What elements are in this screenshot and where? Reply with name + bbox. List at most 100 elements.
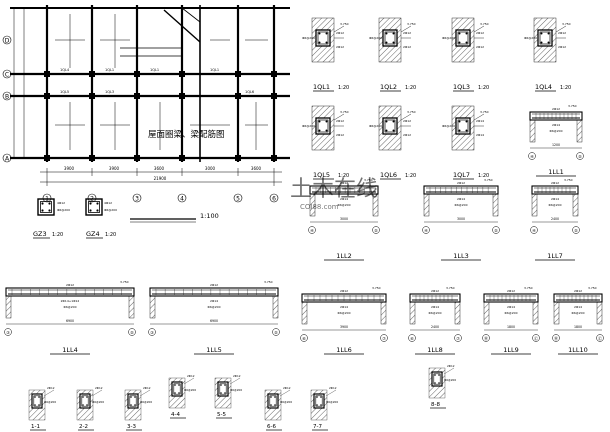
lintel-stirrup: Φ6@200 [550, 129, 563, 133]
lintel-axis-a: ⑥ [410, 336, 414, 341]
lintel-span: 1200 [552, 143, 560, 147]
gz-bars: 4Φ12 [57, 201, 65, 205]
section-id: 5-5 [217, 412, 226, 418]
lintel-top-bars: 2Φ12 [210, 283, 218, 287]
lintel-span: 3000 [340, 217, 348, 221]
gz-bars: 4Φ12 [104, 201, 112, 205]
lintel-axis-b: ⑤ [578, 154, 582, 159]
lintel-top-bars: 2Φ12 [552, 107, 560, 111]
ql-top-bars: 2Φ12 [336, 119, 344, 123]
ql-bot-bars: 2Φ12 [476, 45, 484, 49]
lintel-axis-a: ④ [310, 228, 314, 233]
gz-scale: 1:20 [105, 232, 116, 238]
ql-scale: 1:20 [478, 85, 489, 91]
lintel-level: 3.750 [564, 178, 573, 182]
lintel-level: 3.750 [484, 178, 493, 182]
ql-level: 3.750 [562, 22, 571, 26]
ql-level: 3.750 [480, 110, 489, 114]
ql-stirrup: Φ6@200 [442, 36, 455, 40]
lintel-top-bars: 2Φ12 [340, 289, 348, 293]
lintel-id: 1LL2 [336, 252, 352, 260]
lintel-level: 3.750 [372, 286, 381, 290]
plan-spans: 3900 3900 3600 3000 3600 21900 [64, 166, 262, 181]
lintel-span: 1800 [507, 325, 515, 329]
lintel-top-bars: 2Φ12 [457, 181, 465, 185]
section-id: 3-3 [127, 424, 136, 430]
lintel-span: 2400 [551, 217, 559, 221]
column-gz3: 4Φ12 Φ6@200 GZ3 1:20 [33, 198, 70, 239]
section-stirrup: Φ6@200 [280, 400, 292, 404]
lintel-id: 1LL9 [503, 346, 519, 354]
lintel-level: 3.750 [120, 280, 129, 284]
ql-level: 3.750 [407, 110, 416, 114]
lintel-span: 3900 [340, 325, 348, 329]
ql-stirrup: Φ6@200 [302, 36, 315, 40]
ql-stirrup: Φ6@200 [302, 124, 315, 128]
lintel-axis-a: ④ [424, 228, 428, 233]
plan-axes-left: A B C D [2, 35, 12, 163]
lintel-axis-a: ④ [532, 228, 536, 233]
ql-top-bars: 2Φ12 [558, 31, 566, 35]
section-stirrup: Φ6@200 [44, 400, 56, 404]
ql-top-bars: 2Φ12 [403, 119, 411, 123]
lintel-span: 2400 [431, 325, 439, 329]
section-stirrup: Φ6@200 [326, 400, 338, 404]
ql-stirrup: Φ6@200 [524, 36, 537, 40]
plan-axes-bottom: 1 2 3 4 5 6 [42, 193, 279, 203]
lintel-stirrup: Φ6@200 [338, 311, 351, 315]
ql-id: 1QL4 [535, 83, 552, 91]
ql-top-bars: 2Φ12 [403, 31, 411, 35]
gz-scale: 1:20 [52, 232, 63, 238]
lintel-top-bars: 2Φ12 [431, 289, 439, 293]
span-dim: 3900 [64, 166, 75, 171]
ql-level: 3.750 [480, 22, 489, 26]
lintel-bot-bars: 2Φ14 [210, 299, 218, 303]
lintel-axis-a: Ⓑ [554, 335, 558, 341]
ql-top-bars: 2Φ14 [476, 119, 484, 123]
lintel-span: 1800 [574, 325, 582, 329]
gz-id: GZ3 [33, 230, 47, 238]
span-dim: 3600 [154, 166, 165, 171]
section-stirrup: Φ6@200 [184, 388, 196, 392]
ql-scale: 1:20 [405, 173, 416, 179]
ql-bot-bars: 2Φ12 [336, 45, 344, 49]
lintel-axis-b: ⑤ [374, 228, 378, 233]
lintel-stirrup: Φ6@200 [572, 311, 585, 315]
ql-scale: 1:20 [560, 85, 571, 91]
section-stirrup: Φ6@200 [444, 378, 456, 382]
ql-level: 3.750 [340, 22, 349, 26]
lintel-id: 1LL8 [427, 346, 443, 354]
ql-id: 1QL3 [453, 83, 470, 91]
beam-label: 1QL4 [60, 68, 70, 72]
lintel-stirrup: Φ6@200 [429, 311, 442, 315]
ql-stirrup: Φ6@200 [369, 36, 382, 40]
lintel-axis-a: Ⓑ [484, 335, 488, 341]
lintel-stirrup: Φ6@200 [208, 305, 221, 309]
section-id: 6-6 [267, 424, 276, 430]
ql-top-bars: 2Φ12 [476, 31, 484, 35]
ql-id: 1QL5 [313, 171, 330, 179]
lintel-bot-bars: 2Φ14 [340, 305, 348, 309]
axis-label: D [5, 38, 10, 45]
ql-level: 3.750 [340, 110, 349, 114]
ql-stirrup: Φ6@200 [442, 124, 455, 128]
lintel-bot-bars: 2Φ14+1Φ12 [61, 299, 80, 303]
beam-label: 1QL1 [150, 68, 159, 72]
